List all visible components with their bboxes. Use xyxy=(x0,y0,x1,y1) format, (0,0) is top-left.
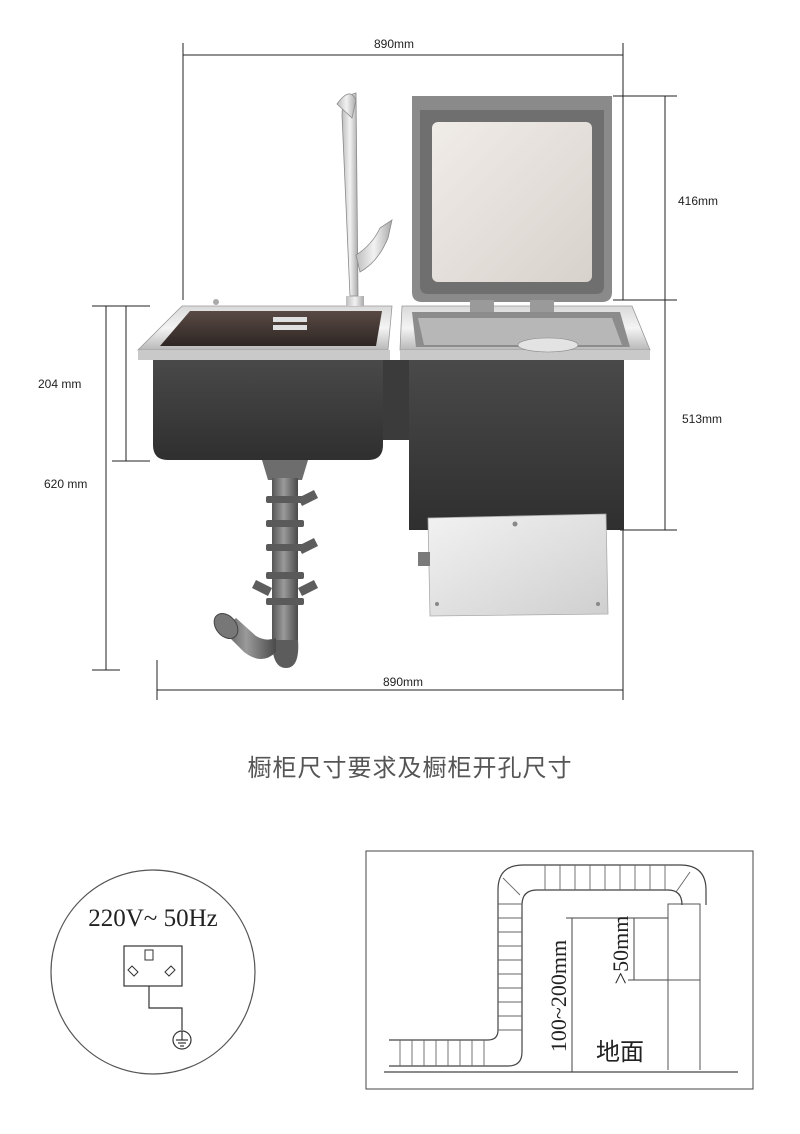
lid-height-label: 416mm xyxy=(678,194,718,208)
dimension-lines xyxy=(92,43,677,700)
drain-height-diagram: 100~200mm >50mm 地面 xyxy=(365,850,754,1090)
drain-height-range-label: 100~200mm xyxy=(546,940,571,1052)
sink-illustration xyxy=(137,92,651,668)
bottom-width-label: 890mm xyxy=(383,675,423,689)
top-width-label: 890mm xyxy=(374,37,414,51)
body-height-label: 513mm xyxy=(682,412,722,426)
power-spec-label: 220V~ 50Hz xyxy=(88,905,217,932)
floor-label: 地面 xyxy=(596,1039,644,1066)
total-height-label: 620 mm xyxy=(44,477,87,491)
power-outlet-diagram: 220V~ 50Hz xyxy=(50,869,256,1075)
ground-symbol-icon xyxy=(172,1030,192,1050)
caption-title: 橱柜尺寸要求及橱柜开孔尺寸 xyxy=(248,754,573,782)
sink-depth-label: 204 mm xyxy=(38,377,81,391)
drain-min-clearance-label: >50mm xyxy=(608,916,633,985)
